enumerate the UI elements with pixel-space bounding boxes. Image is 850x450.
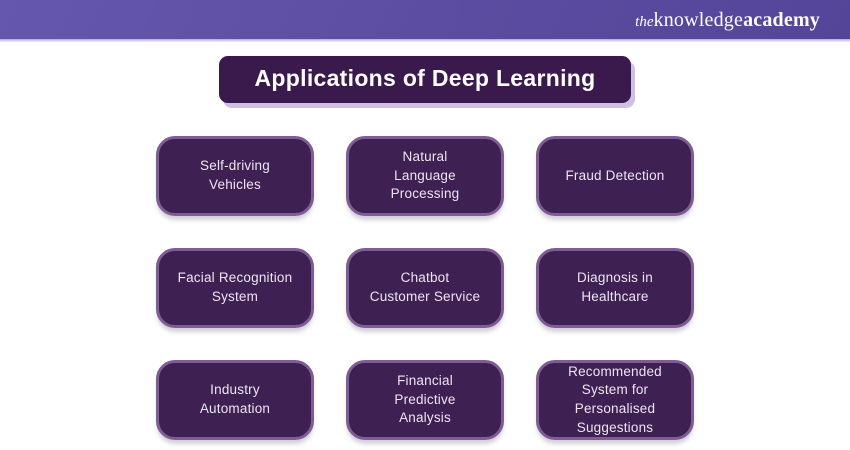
- card-self-driving-vehicles: Self-driving Vehicles: [156, 136, 314, 216]
- logo-academy: academy: [743, 8, 820, 31]
- title-banner-container: Applications of Deep Learning: [0, 56, 850, 103]
- applications-grid: Self-driving Vehicles Natural Language P…: [0, 136, 850, 440]
- card-financial-predictive-analysis: Financial Predictive Analysis: [346, 360, 504, 440]
- logo-knowledge: knowledge: [653, 8, 744, 31]
- card-diagnosis-in-healthcare: Diagnosis in Healthcare: [536, 248, 694, 328]
- topbar-divider: [0, 39, 850, 42]
- card-chatbot-customer-service: Chatbot Customer Service: [346, 248, 504, 328]
- card-facial-recognition-system: Facial Recognition System: [156, 248, 314, 328]
- card-fraud-detection: Fraud Detection: [536, 136, 694, 216]
- card-recommended-system-suggestions: Recommended System for Personalised Sugg…: [536, 360, 694, 440]
- card-natural-language-processing: Natural Language Processing: [346, 136, 504, 216]
- card-industry-automation: Industry Automation: [156, 360, 314, 440]
- logo-the: the: [635, 13, 654, 30]
- page-title: Applications of Deep Learning: [218, 56, 632, 103]
